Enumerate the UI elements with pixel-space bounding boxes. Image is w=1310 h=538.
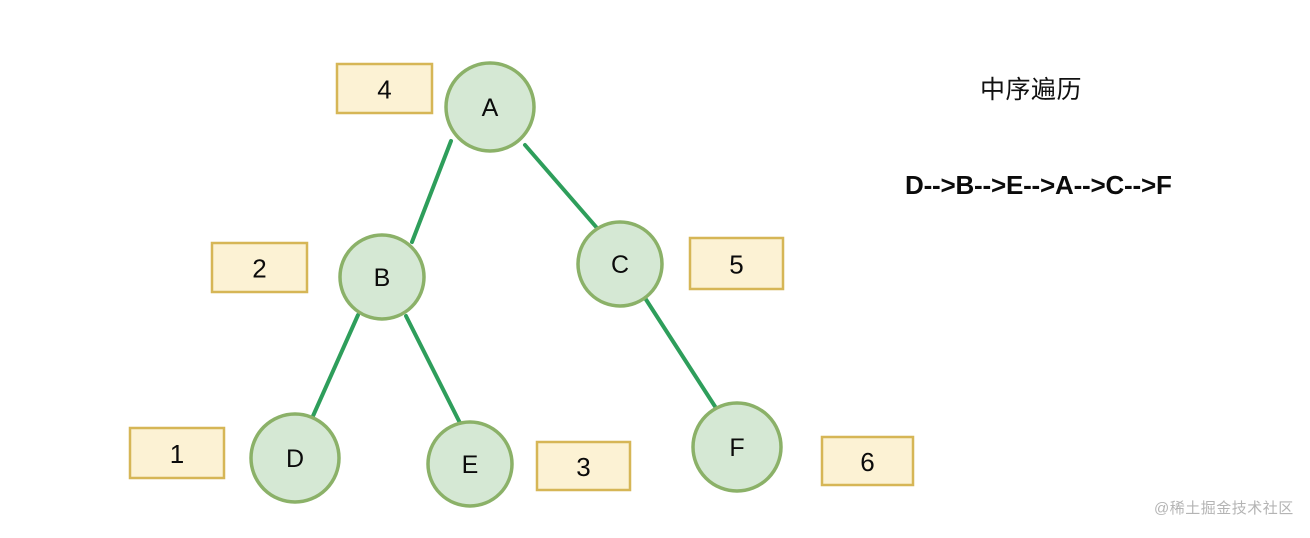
order-box-6: 6 [820, 435, 915, 487]
order-box-rect [210, 241, 309, 294]
order-box-3: 3 [535, 440, 632, 492]
order-box-value: 1 [170, 439, 184, 469]
tree-edge-b-d [311, 313, 360, 418]
order-box-rect [335, 62, 434, 115]
node-label: E [462, 451, 479, 479]
node-label: A [482, 94, 499, 122]
tree-nodes-group: A B C D E F [249, 61, 783, 508]
watermark-label: @稀土掘金技术社区 [1154, 500, 1294, 517]
order-box-value: 4 [377, 75, 391, 105]
order-box-value: 3 [576, 452, 590, 482]
traversal-title: 中序遍历 [980, 76, 1083, 104]
order-box-value: 5 [729, 250, 743, 280]
tree-node-a: A [444, 61, 536, 153]
node-label: C [611, 251, 629, 279]
node-circle [576, 220, 664, 308]
node-circle [338, 233, 426, 321]
order-box-value: 2 [252, 254, 266, 284]
node-label: B [374, 264, 391, 292]
node-circle [444, 61, 536, 153]
tree-edge-c-f [643, 296, 718, 410]
tree-edge-b-e [404, 314, 462, 425]
order-box-rect [820, 435, 915, 487]
tree-node-f: F [691, 401, 783, 493]
tree-node-e: E [426, 420, 514, 508]
node-circle [249, 412, 341, 504]
node-label: D [286, 445, 304, 473]
traversal-sequence: D-->B-->E-->A-->C-->F [905, 170, 1172, 200]
order-box-rect [688, 236, 785, 291]
node-circle [426, 420, 514, 508]
node-label: F [729, 434, 744, 462]
order-box-2: 2 [210, 241, 309, 294]
tree-edge-a-b [410, 139, 453, 244]
order-boxes-group: 4 2 5 1 3 6 [128, 62, 915, 492]
order-box-1: 1 [128, 426, 226, 480]
order-box-value: 6 [860, 447, 874, 477]
order-box-rect [128, 426, 226, 480]
order-box-5: 5 [688, 236, 785, 291]
order-box-rect [535, 440, 632, 492]
tree-node-c: C [576, 220, 664, 308]
tree-edges-group [311, 139, 718, 425]
order-box-4: 4 [335, 62, 434, 115]
tree-node-d: D [249, 412, 341, 504]
node-circle [691, 401, 783, 493]
tree-edge-a-c [523, 143, 599, 230]
tree-node-b: B [338, 233, 426, 321]
